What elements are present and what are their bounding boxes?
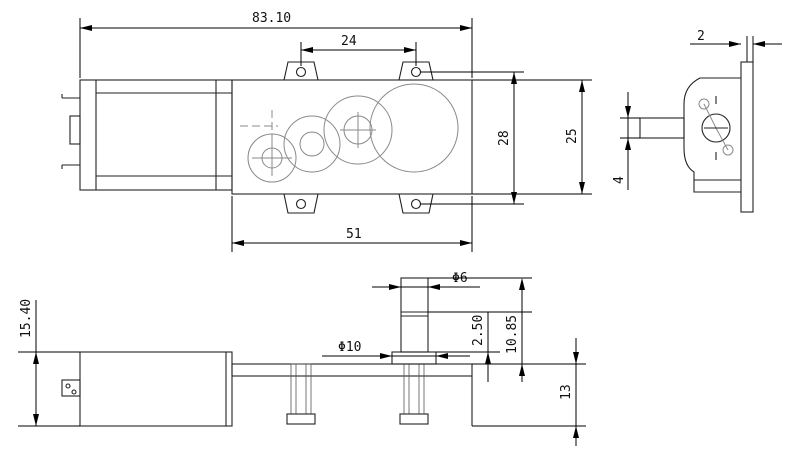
- dim-mount-hole-spacing: 24: [341, 34, 357, 49]
- shaft-collar: [391, 351, 437, 365]
- dim-gearbox-height: 13: [559, 384, 574, 400]
- mount-hole: [410, 66, 422, 78]
- dim-mount-span: 25: [565, 128, 580, 144]
- side-shaft: [639, 117, 685, 139]
- side-view: 2 4: [612, 29, 782, 213]
- output-shaft: [400, 277, 429, 353]
- dim-collar-height: 2.50: [471, 315, 486, 346]
- mount-hole: [410, 198, 422, 210]
- motor-body-top: [79, 79, 233, 191]
- dim-flange-thickness: 2: [697, 29, 705, 44]
- dim-motor-height: 15.40: [19, 299, 34, 338]
- mount-hole: [295, 66, 307, 78]
- mount-hole: [295, 198, 307, 210]
- dim-gearbox-length: 51: [346, 227, 362, 242]
- dim-shaft-offset: 4: [612, 176, 627, 184]
- gearbox-plate-front: [231, 363, 473, 377]
- dim-overall-length: 83.10: [252, 11, 291, 26]
- side-flange: [740, 61, 754, 213]
- gear-train: [240, 83, 459, 183]
- dim-shaft-height: 10.85: [505, 315, 520, 354]
- motor-body-front: [79, 351, 233, 427]
- side-housing-outline: [683, 77, 741, 193]
- top-view: 83.10 24 51 28 25: [61, 11, 592, 252]
- dim-collar-diameter: Φ10: [338, 340, 361, 355]
- front-view: Φ6 Φ10 2.50 10.85 13 15.40: [18, 271, 586, 446]
- mount-ear-bottom-left: [283, 193, 319, 214]
- motor-terminal-tab: [69, 115, 81, 145]
- dim-body-height: 28: [497, 130, 512, 146]
- gearbox-housing-top: [231, 79, 473, 195]
